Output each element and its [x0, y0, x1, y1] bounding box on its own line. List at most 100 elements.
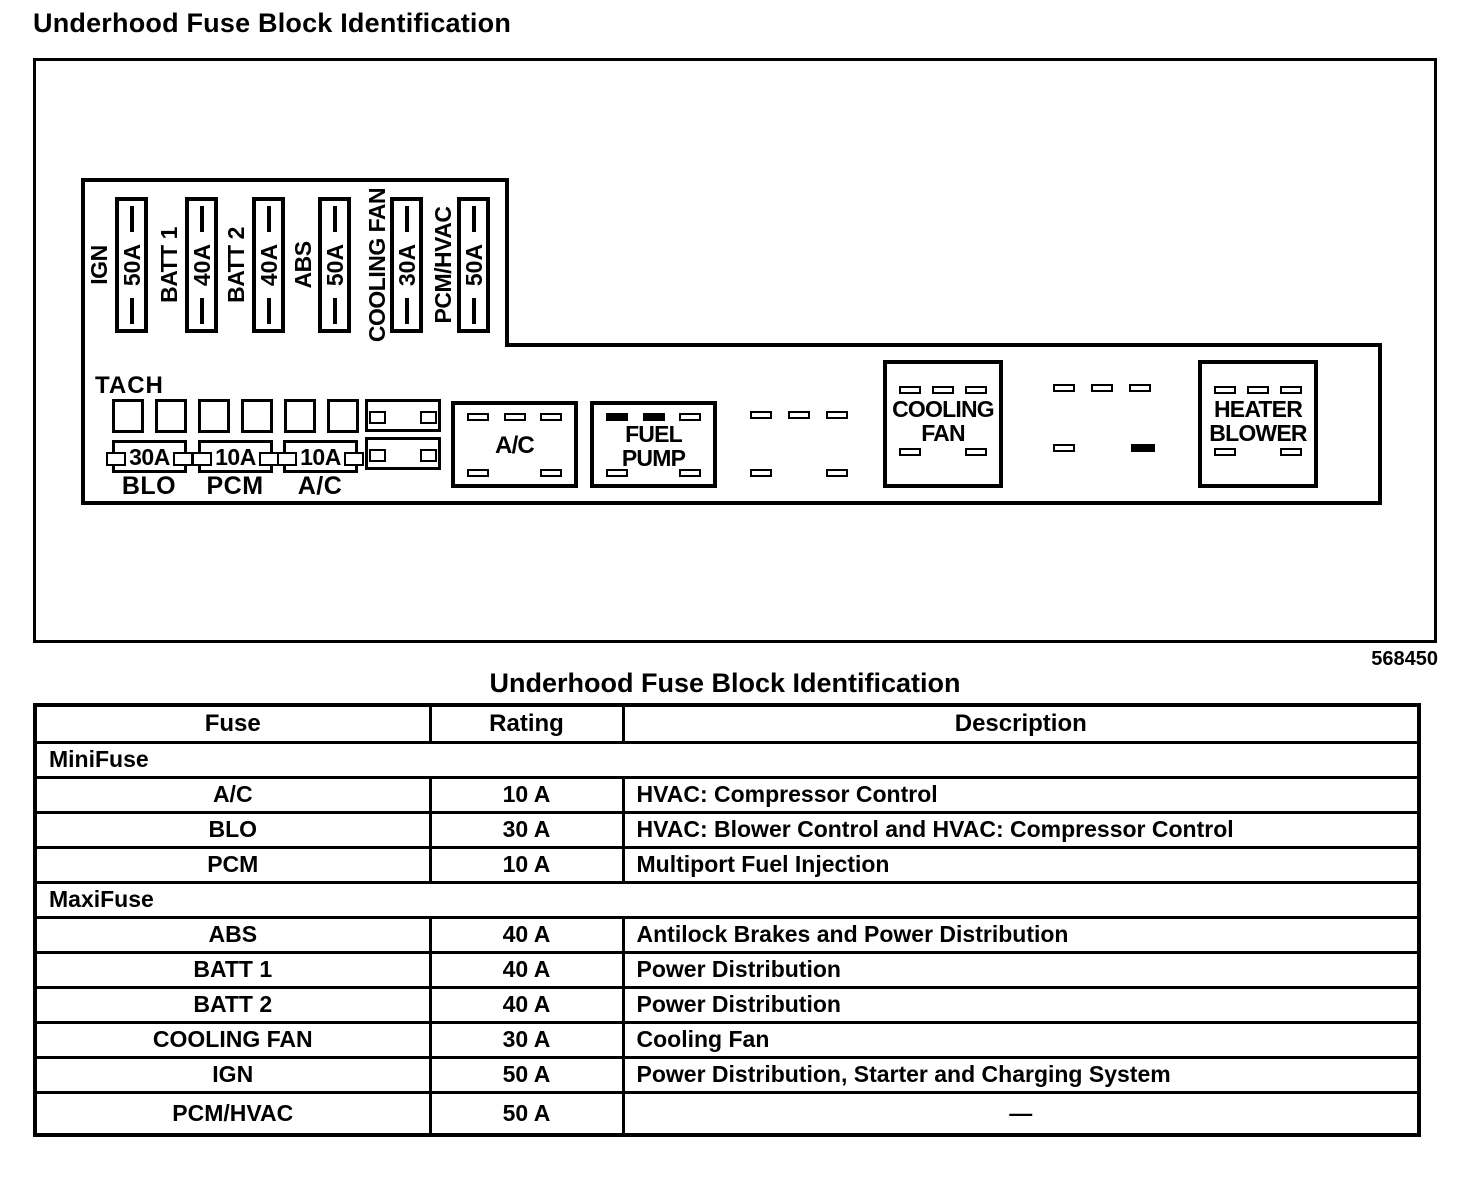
- cell-description: Power Distribution: [621, 950, 1421, 989]
- terminal-row: [594, 413, 713, 421]
- fuse-identification-table: Fuse Rating Description MiniFuse A/C 10 …: [33, 703, 1421, 1137]
- section-label: MiniFuse: [33, 740, 1421, 779]
- terminal-mark: [788, 411, 810, 419]
- figure-number: 568450: [1371, 648, 1438, 670]
- relay-label: BLOWER: [1209, 420, 1307, 446]
- terminal-row: [1202, 386, 1314, 394]
- diagram-frame: [33, 58, 1437, 643]
- maxi-fuse-label-ign: IGN: [86, 245, 112, 285]
- terminal-mark: [540, 413, 562, 421]
- cell-rating: 50 A: [428, 1055, 625, 1094]
- mini-fuse-ac: 10A: [277, 440, 364, 473]
- mini-fuse-label-pcm: PCM: [206, 472, 264, 500]
- cell-rating: 40 A: [428, 985, 625, 1024]
- table-row: PCM/HVAC 50 A —: [33, 1090, 1421, 1137]
- terminal-row: [455, 413, 574, 421]
- cell-fuse: BLO: [33, 810, 432, 849]
- maxi-fuse-batt2: 40A: [252, 197, 285, 333]
- column-header-description: Description: [621, 703, 1421, 744]
- maxi-fuse-batt1: 40A: [185, 197, 218, 333]
- mini-fuse-label-blo: BLO: [121, 472, 177, 500]
- cell-rating: 10 A: [428, 845, 625, 884]
- terminal-mark: [1131, 444, 1155, 452]
- fuse-rating: 50A: [321, 243, 348, 287]
- cell-rating: 30 A: [428, 810, 625, 849]
- terminal-mark: [1247, 386, 1269, 394]
- mini-fuse-blo: 30A: [106, 440, 193, 473]
- terminal-mark: [467, 413, 489, 421]
- terminal-mark: [750, 411, 772, 419]
- page-title: Underhood Fuse Block Identification: [33, 8, 512, 38]
- relay-heater-blower: HEATER BLOWER: [1198, 360, 1318, 488]
- terminal-mark: [1214, 386, 1236, 394]
- terminal-row: [887, 386, 999, 394]
- table-row: COOLING FAN 30 A Cooling Fan: [33, 1020, 1421, 1059]
- maxi-fuse-label-abs: ABS: [290, 241, 316, 289]
- cell-fuse: ABS: [33, 915, 432, 954]
- cell-rating: 30 A: [428, 1020, 625, 1059]
- terminal-row: [1053, 384, 1151, 392]
- cell-description: Antilock Brakes and Power Distribution: [621, 915, 1421, 954]
- terminal-mark: [1214, 448, 1236, 456]
- connector-square: [284, 399, 316, 433]
- table-header-row: Fuse Rating Description: [33, 703, 1421, 744]
- terminal-mark: [679, 413, 701, 421]
- maxi-fuse-label-coolingfan: COOLING FAN: [364, 187, 390, 343]
- section-label: MaxiFuse: [33, 880, 1421, 919]
- terminal-mark: [1053, 384, 1075, 392]
- terminal-row: [606, 469, 701, 477]
- connector-square: [241, 399, 273, 433]
- cell-fuse: IGN: [33, 1055, 432, 1094]
- cell-description: HVAC: Compressor Control: [621, 775, 1421, 814]
- table-title: Underhood Fuse Block Identification: [489, 668, 961, 698]
- cell-description: Cooling Fan: [621, 1020, 1421, 1059]
- terminal-mark: [1280, 386, 1302, 394]
- terminal-row: [1053, 444, 1155, 452]
- terminal-row: [750, 469, 848, 477]
- terminal-row: [750, 411, 848, 419]
- cell-rating: 10 A: [428, 775, 625, 814]
- table-row: A/C 10 A HVAC: Compressor Control: [33, 775, 1421, 814]
- maxi-fuse-label-pcmhvac: PCM/HVAC: [430, 206, 456, 324]
- cell-description: Power Distribution: [621, 985, 1421, 1024]
- cell-rating: 50 A: [428, 1090, 625, 1137]
- cell-fuse: A/C: [33, 775, 432, 814]
- terminal-row: [467, 469, 562, 477]
- relay-label: PUMP: [621, 445, 686, 471]
- fuse-rating: 50A: [460, 243, 487, 287]
- cartridge-fuse: [365, 437, 441, 470]
- terminal-mark: [750, 469, 772, 477]
- cell-rating: 40 A: [428, 915, 625, 954]
- terminal-mark: [1091, 384, 1113, 392]
- maxi-fuse-ign: 50A: [115, 197, 148, 333]
- terminal-mark: [965, 386, 987, 394]
- table-row: BLO 30 A HVAC: Blower Control and HVAC: …: [33, 810, 1421, 849]
- terminal-mark: [606, 469, 628, 477]
- terminal-row: [1214, 448, 1302, 456]
- connector-square: [198, 399, 230, 433]
- fuse-rating: 50A: [118, 243, 145, 287]
- terminal-mark: [826, 469, 848, 477]
- connector-square: [155, 399, 187, 433]
- terminal-mark: [503, 413, 526, 421]
- terminal-mark: [642, 413, 665, 421]
- table-row: PCM 10 A Multiport Fuel Injection: [33, 845, 1421, 884]
- cell-fuse: PCM: [33, 845, 432, 884]
- tach-label: TACH: [95, 372, 164, 399]
- terminal-mark: [899, 448, 921, 456]
- terminal-mark: [1053, 444, 1075, 452]
- connector-square: [112, 399, 144, 433]
- fuse-rating: 40A: [255, 243, 282, 287]
- terminal-mark: [540, 469, 562, 477]
- relay-label: HEATER: [1213, 396, 1303, 422]
- cartridge-fuse: [365, 399, 441, 432]
- cell-rating: 40 A: [428, 950, 625, 989]
- fuse-rating: 40A: [188, 243, 215, 287]
- cell-fuse: BATT 2: [33, 985, 432, 1024]
- table-row: ABS 40 A Antilock Brakes and Power Distr…: [33, 915, 1421, 954]
- relay-label: FAN: [921, 420, 965, 446]
- maxi-fuse-pcmhvac: 50A: [457, 197, 490, 333]
- table-row: BATT 1 40 A Power Distribution: [33, 950, 1421, 989]
- cell-fuse: BATT 1: [33, 950, 432, 989]
